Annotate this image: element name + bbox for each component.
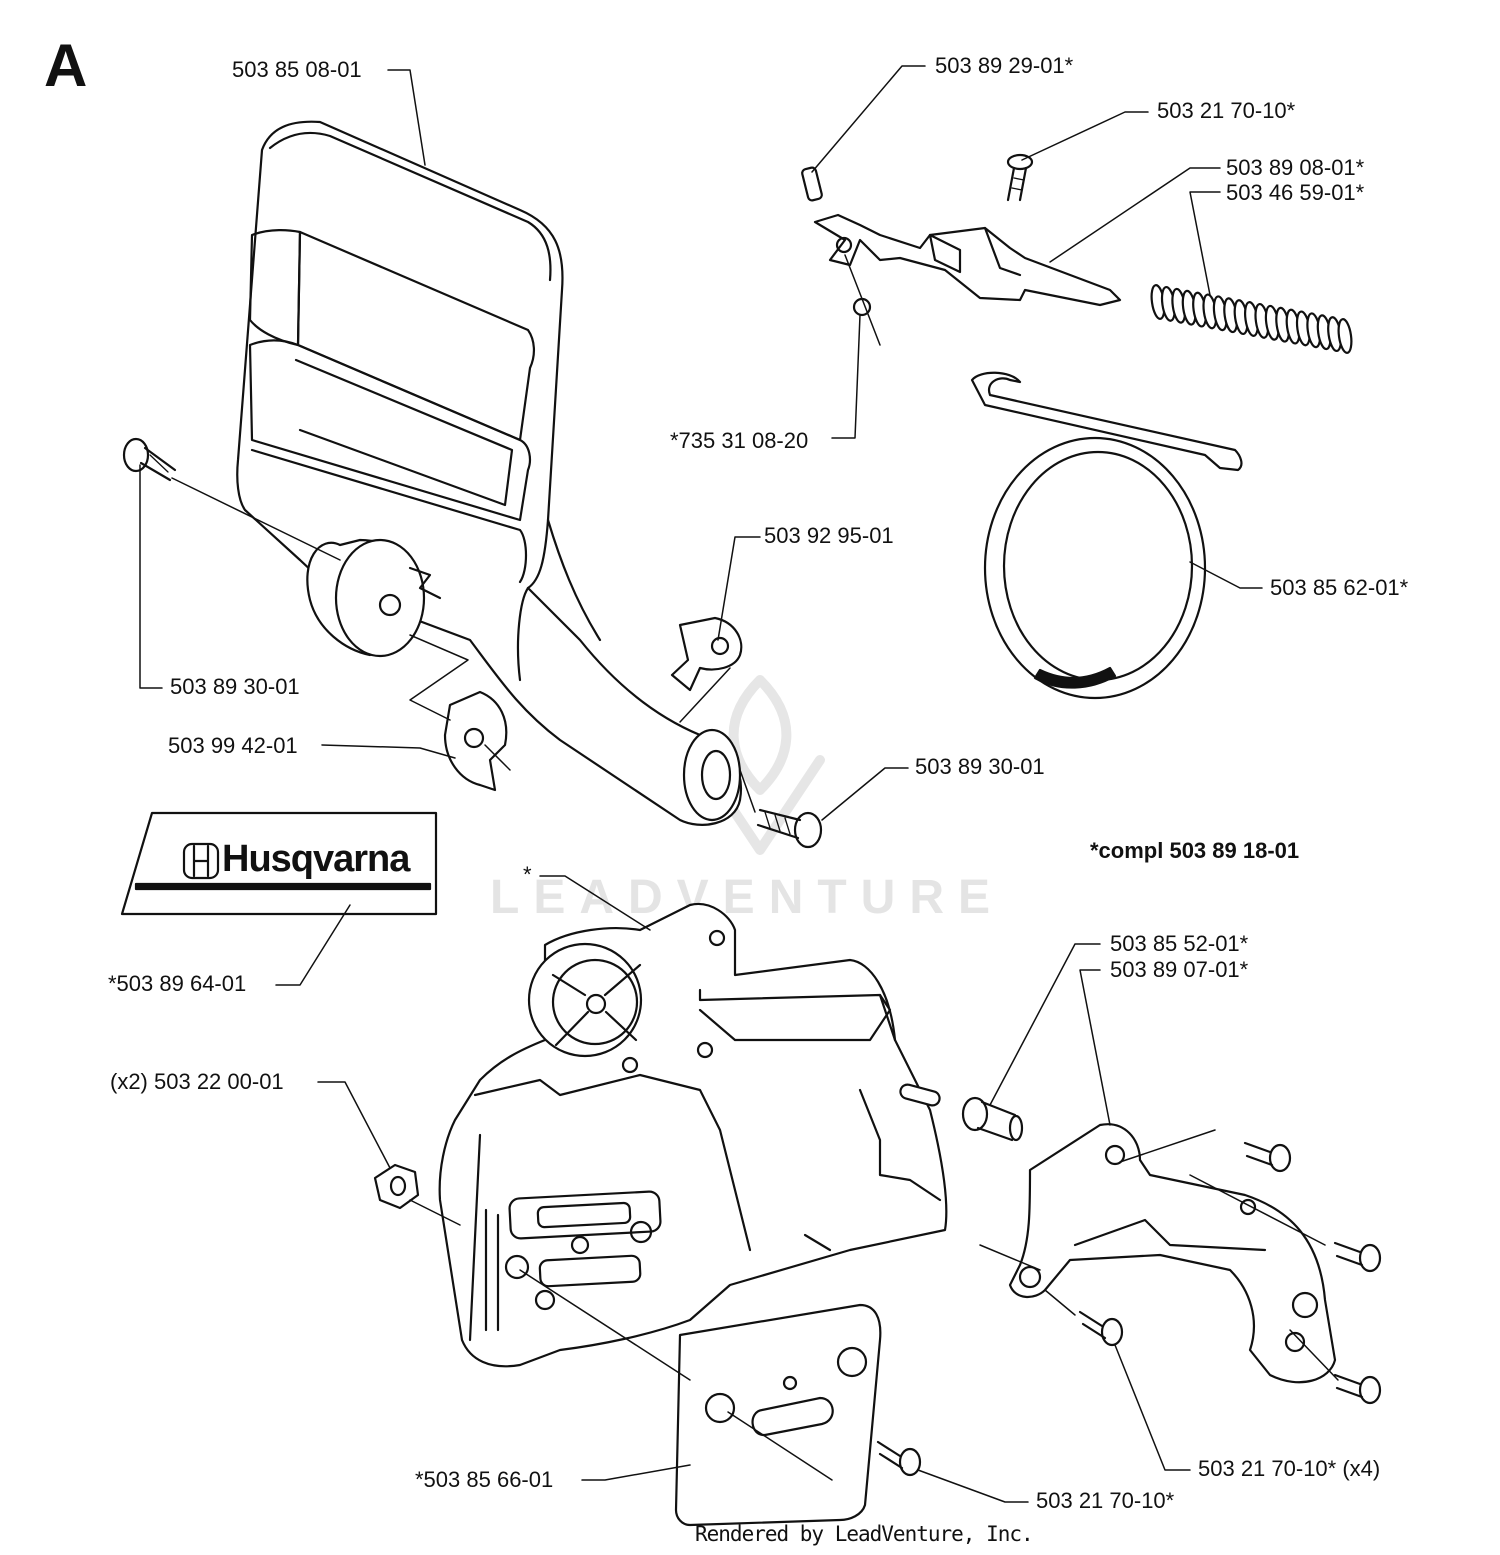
part-label-screws-x4[interactable]: 503 21 70-10* (x4) [1198,1456,1381,1481]
part-label-spring[interactable]: 503 46 59-01* [1226,180,1365,205]
kit-note: *compl 503 89 18-01 [1090,838,1300,863]
nut [373,1163,420,1210]
spring [1150,284,1353,354]
bolt-upper-left [122,437,177,482]
decal-logo-text: Husqvarna [222,838,410,880]
clutch-cover [438,902,948,1368]
screw-plate-3 [1333,1373,1382,1405]
footer-credit: Rendered by LeadVenture, Inc. [695,1522,1034,1546]
cover-plate [1008,1123,1337,1384]
part-label-washer-right[interactable]: 503 92 95-01 [764,523,894,548]
part-label-bolt-lower[interactable]: 503 89 30-01 [915,754,1045,779]
part-label-washer-center[interactable]: 503 99 42-01 [168,733,298,758]
guide-plate [674,1303,882,1527]
screw-guide-plate [876,1440,922,1477]
part-label-cover-plate[interactable]: 503 89 07-01* [1110,957,1249,982]
part-label-cover-asterisk[interactable]: * [523,862,532,887]
screw-plate-4 [1078,1310,1124,1347]
washer-center [443,690,508,792]
spacer-pin [961,1096,1024,1142]
leader-lines [139,65,1339,1503]
brake-band [970,371,1243,700]
part-label-lever[interactable]: 503 89 08-01* [1226,155,1365,180]
part-label-pin[interactable]: 503 89 29-01* [935,53,1074,78]
chain-brake-handle [236,120,743,826]
bolt-lower [756,808,823,849]
part-label-bolt-left[interactable]: 503 89 30-01 [170,674,300,699]
screw-plate-1 [1243,1141,1292,1173]
screw-top [1006,153,1034,202]
part-label-screw-top[interactable]: 503 21 70-10* [1157,98,1296,123]
part-label-nut[interactable]: (x2) 503 22 00-01 [110,1069,284,1094]
watermark-text: LEADVENTURE [490,871,1005,924]
part-label-decal[interactable]: *503 89 64-01 [108,971,247,996]
spring-coil [1337,318,1353,354]
part-label-spacer[interactable]: 503 85 52-01* [1110,931,1249,956]
part-label-screw-guide-plate[interactable]: 503 21 70-10* [1036,1488,1175,1513]
screw-plate-2 [1333,1241,1382,1273]
part-label-brake-band[interactable]: 503 85 62-01* [1270,575,1409,600]
part-label-guide-plate[interactable]: *503 85 66-01 [415,1467,554,1492]
husqvarna-decal [120,811,438,916]
brake-lever-assembly [801,166,1122,317]
washer-right [670,616,743,692]
part-label-retainer[interactable]: *735 31 08-20 [670,428,809,453]
section-label: A [44,32,88,99]
part-label-brake-handle[interactable]: 503 85 08-01 [232,57,362,82]
